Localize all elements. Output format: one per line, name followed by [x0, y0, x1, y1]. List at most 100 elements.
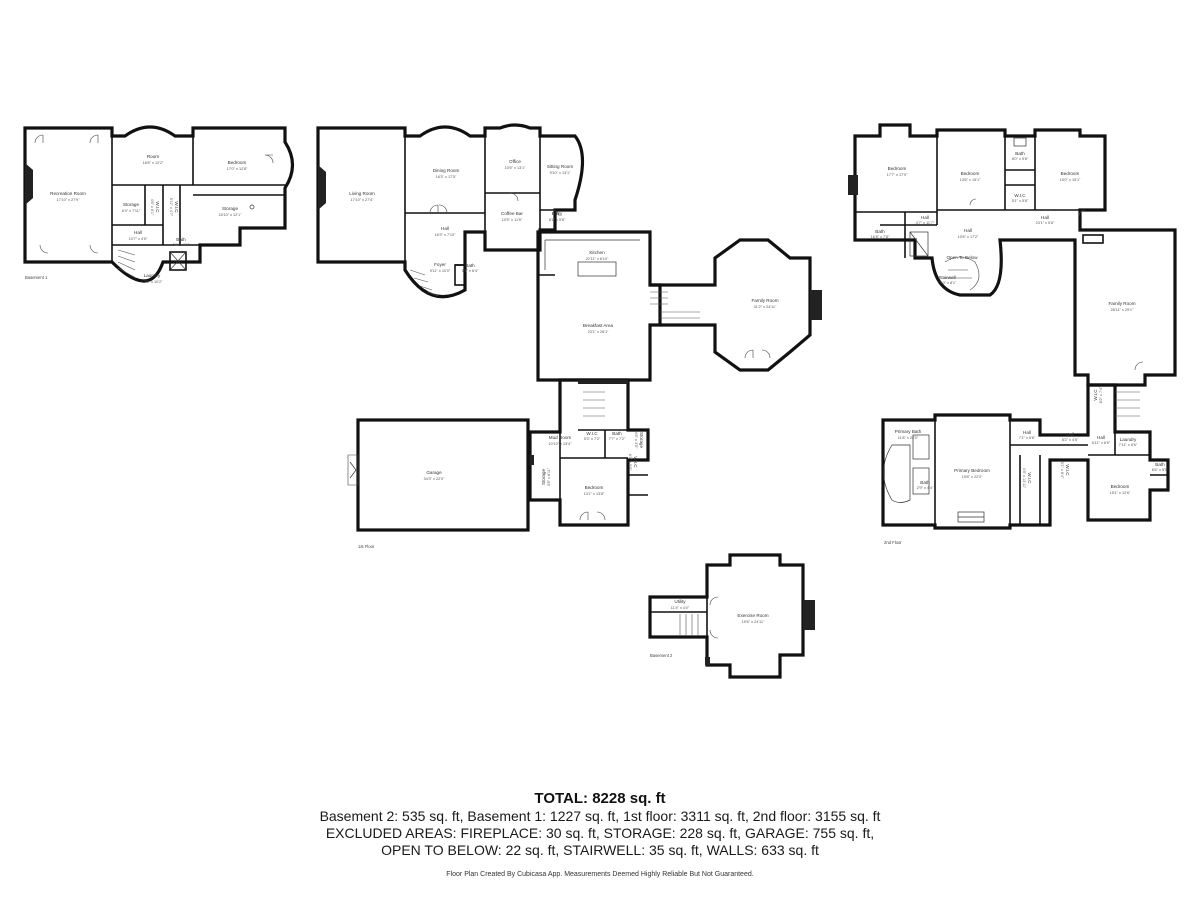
- svg-text:6'6" x 5'5": 6'6" x 5'5": [1152, 468, 1169, 472]
- floor-label-basement-1: Basement 1: [25, 275, 48, 280]
- svg-text:5'11" x 4'7": 5'11" x 4'7": [169, 198, 173, 217]
- svg-text:8'1" x 5'8": 8'1" x 5'8": [549, 218, 566, 222]
- room-label: Sitting Room 9'10" x 13'1": [547, 164, 573, 175]
- svg-text:15'8" x 22'0": 15'8" x 22'0": [962, 475, 983, 479]
- svg-text:Hall: Hall: [964, 228, 972, 233]
- svg-text:12'8" x 10'2": 12'8" x 10'2": [142, 280, 163, 284]
- svg-text:10'6" x 17'2": 10'6" x 17'2": [958, 235, 979, 239]
- svg-text:15'1" x 12'6": 15'1" x 12'6": [1110, 491, 1131, 495]
- svg-text:8'2" x 7'4": 8'2" x 7'4": [1099, 386, 1103, 403]
- excluded-areas-line-2: OPEN TO BELOW: 22 sq. ft, STAIRWELL: 35 …: [381, 842, 819, 858]
- svg-text:Hall: Hall: [921, 215, 929, 220]
- svg-text:Entry: Entry: [552, 211, 563, 216]
- room-label: Open To Below: [946, 255, 978, 260]
- svg-text:Bath: Bath: [465, 263, 475, 268]
- svg-text:Laundry: Laundry: [1120, 437, 1137, 442]
- svg-text:16'3" x 7'10": 16'3" x 7'10": [435, 233, 456, 237]
- floor-basement-1: Basement 1 Recreation Room 17'10" x 27'9"…: [23, 125, 295, 284]
- svg-text:17'10" x 27'4": 17'10" x 27'4": [351, 198, 375, 202]
- svg-text:Living Room: Living Room: [349, 191, 375, 196]
- svg-text:4'7" x 11'7": 4'7" x 11'7": [916, 221, 935, 225]
- svg-text:Exercise Room: Exercise Room: [737, 613, 768, 618]
- svg-text:16'8" x 7'8": 16'8" x 7'8": [871, 235, 890, 239]
- svg-text:Open To Below: Open To Below: [946, 255, 978, 260]
- svg-text:Family Room: Family Room: [751, 298, 778, 303]
- svg-text:3'5" x 8'11": 3'5" x 8'11": [547, 467, 551, 486]
- svg-text:9'11" x 10'0": 9'11" x 10'0": [430, 269, 451, 273]
- svg-text:4'6" x 6'1": 4'6" x 6'1": [150, 199, 154, 216]
- svg-text:13'1" x 13'8": 13'1" x 13'8": [584, 492, 605, 496]
- svg-text:17'10" x 27'9": 17'10" x 27'9": [57, 198, 81, 202]
- svg-text:15'0" x 15'1": 15'0" x 15'1": [1060, 178, 1081, 182]
- svg-text:7'7" x 7'2": 7'7" x 7'2": [609, 437, 626, 441]
- svg-text:W.I.C: W.I.C: [586, 431, 598, 436]
- room-label: W.I.C5'1" x 8'4": [1060, 462, 1070, 479]
- svg-text:Hall: Hall: [134, 230, 142, 235]
- svg-text:Dining Room: Dining Room: [433, 168, 460, 173]
- svg-text:Breakfast Area: Breakfast Area: [583, 323, 614, 328]
- room-label: Recreation Room 17'10" x 27'9": [50, 191, 86, 202]
- svg-text:Kitchen: Kitchen: [589, 250, 605, 255]
- excluded-areas-line: EXCLUDED AREAS: FIREPLACE: 30 sq. ft, ST…: [325, 825, 875, 841]
- room-label: W.I.C5'1" x 5'6": [1012, 193, 1029, 203]
- svg-text:Bedroom: Bedroom: [888, 166, 907, 171]
- svg-text:Bath: Bath: [176, 237, 186, 242]
- svg-text:W.I.C: W.I.C: [1014, 193, 1026, 198]
- room-label: Entry 8'1" x 5'8": [549, 211, 566, 222]
- svg-text:Office: Office: [509, 159, 521, 164]
- svg-text:10'10" x 13'4": 10'10" x 13'4": [549, 442, 573, 446]
- svg-text:Storage: Storage: [222, 206, 239, 211]
- svg-text:9'10" x 13'1": 9'10" x 13'1": [550, 171, 571, 175]
- svg-text:18'10" x 12'1": 18'10" x 12'1": [219, 213, 243, 217]
- svg-text:31'2" x 24'11": 31'2" x 24'11": [754, 305, 777, 309]
- svg-text:8'0" x 9'8": 8'0" x 9'8": [1012, 157, 1029, 161]
- svg-text:Garage: Garage: [426, 470, 442, 475]
- svg-text:5'1" x 5'6": 5'1" x 5'6": [1012, 199, 1029, 203]
- svg-text:22'11" x 6'10": 22'11" x 6'10": [586, 257, 609, 261]
- room-label: Hall 10'6" x 17'2": [958, 228, 979, 239]
- svg-text:2'9" x 4'4": 2'9" x 4'4": [917, 486, 934, 490]
- svg-text:Bath: Bath: [875, 229, 885, 234]
- svg-text:Bath: Bath: [612, 431, 622, 436]
- svg-text:Hall: Hall: [441, 226, 449, 231]
- svg-text:6'11" x 6'5": 6'11" x 6'5": [1092, 441, 1111, 445]
- svg-text:Bath: Bath: [920, 480, 930, 485]
- svg-text:Storage: Storage: [541, 469, 546, 486]
- svg-text:Hall: Hall: [1066, 432, 1074, 437]
- svg-text:Laundry: Laundry: [144, 273, 161, 278]
- svg-text:Coffee Bar: Coffee Bar: [501, 211, 523, 216]
- svg-text:Recreation Room: Recreation Room: [50, 191, 86, 196]
- svg-text:Sitting Room: Sitting Room: [547, 164, 573, 169]
- svg-text:7'1" x 6'6": 7'1" x 6'6": [1019, 436, 1036, 440]
- room-label: Family Room 31'2" x 24'11": [751, 298, 778, 309]
- svg-text:W.I.C: W.I.C: [1093, 389, 1098, 401]
- room-label: W.I.C5'3" x 7'2": [584, 431, 601, 441]
- svg-text:8'2" x 4'5": 8'2" x 4'5": [1062, 438, 1079, 442]
